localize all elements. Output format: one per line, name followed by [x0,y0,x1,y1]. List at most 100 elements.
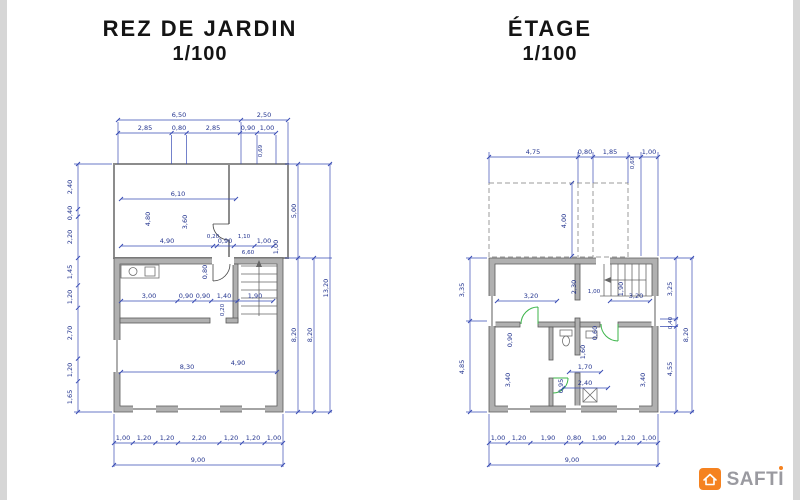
dim-label: 1,00 [588,289,601,295]
dim-label: 0,95 [557,379,565,393]
right-plan-stairs [600,264,652,297]
dim-label: 0,90 [196,292,210,300]
dim-label: 0,20 [207,234,220,240]
right-plan-title: ÉTAGE 1/100 [450,16,650,66]
dim-label: 0,90 [506,333,514,347]
dim-label: 6,50 [172,111,186,119]
dim-label: 1,00 [116,434,130,442]
dim-label: 8,30 [180,363,194,371]
dim-label: 1,90 [592,434,606,442]
right-plan-dim-labels: 4,75 0,80 1,85 1,00 0,69 4,00 3,35 4,85 … [458,148,690,464]
dim-label: 0,69 [630,156,636,169]
dim-label: 2,20 [192,434,206,442]
dim-label: 3,40 [504,373,512,387]
dim-label: 0,80 [201,265,209,279]
dim-label: 2,40 [66,180,74,194]
dim-label: 1,00 [267,434,281,442]
dim-label: 1,00 [491,434,505,442]
dim-label: 9,00 [565,456,579,464]
dim-label: 3,20 [524,292,538,300]
safti-house-icon [698,468,721,490]
dim-label: 4,55 [666,362,674,376]
dim-label: 0,90 [179,292,193,300]
dim-label: 3,40 [639,373,647,387]
dim-label: 5,00 [290,204,298,218]
left-plan-kitchen-fixtures [120,264,160,279]
dim-label: 1,00 [257,237,271,245]
left-plan-entry-door [212,257,234,282]
dim-label: 1,00 [272,240,280,254]
left-plan-stairs [241,260,277,316]
dim-label: 1,20 [621,434,635,442]
dim-label: 1,45 [66,265,74,279]
left-plan-main-walls [113,257,284,413]
dim-label: 3,35 [458,283,466,297]
dim-label: 2,70 [66,326,74,340]
dim-label: 0,69 [258,144,264,157]
right-plan-dim-lines [466,152,694,467]
dim-label: 4,90 [160,237,174,245]
right-edge-strip [793,0,800,500]
dim-label: 4,00 [560,214,568,228]
left-plan-dim-labels: 6,50 2,50 2,85 0,80 2,85 0,90 1,00 0,69 … [66,111,330,464]
dim-label: 4,85 [458,360,466,374]
dim-label: 0,40 [66,206,74,220]
dim-label: 8,20 [682,328,690,342]
dim-label: 0,40 [668,316,674,329]
dim-label: 1,90 [248,292,262,300]
right-plan-dim-ticks [467,154,695,468]
dim-label: 6,10 [171,190,185,198]
dim-label: 0,80 [567,434,581,442]
dim-label: 9,00 [191,456,205,464]
dim-label: 1,20 [224,434,238,442]
dim-label: 8,20 [290,328,298,342]
left-plan-dim-lines [74,119,332,467]
brand-label: SAFTI [726,468,784,490]
right-plan-doors [520,306,619,394]
right-plan-name: ÉTAGE [507,16,593,41]
dim-label: 1,40 [217,292,231,300]
dim-label: 2,50 [257,111,271,119]
dim-label: 13,20 [322,279,330,298]
dim-label: 2,40 [578,379,592,387]
dim-label: 0,90 [241,124,255,132]
dim-label: 0,60 [591,326,599,340]
dim-label: 4,80 [144,212,152,226]
dim-label: 3,20 [629,292,643,300]
left-plan-dim-ticks [75,117,333,468]
left-plan-name: REZ DE JARDIN [102,16,298,41]
right-plan-roof-outline [488,182,629,258]
dim-label: 0,90 [218,237,232,245]
dim-label: 2,85 [206,124,220,132]
dim-label: 1,60 [579,345,587,359]
dim-label: 0,80 [172,124,186,132]
dim-label: 2,20 [66,230,74,244]
dim-label: 1,20 [160,434,174,442]
dim-label: 4,75 [526,148,540,156]
dim-label: 3,25 [666,282,674,296]
left-plan-title: REZ DE JARDIN 1/100 [80,16,320,66]
dim-label: 1,90 [617,282,625,296]
dim-label: 0,20 [220,303,226,316]
dim-label: 1,20 [137,434,151,442]
dim-label: 1,10 [238,234,251,240]
right-plan-main-walls [488,257,659,413]
dim-label: 1,00 [642,148,656,156]
dim-label: 6,60 [242,250,255,256]
left-edge-strip [0,0,7,500]
dim-label: 4,90 [231,359,245,367]
dim-label: 2,30 [570,280,578,294]
dim-label: 3,60 [181,215,189,229]
dim-label: 1,85 [603,148,617,156]
dim-label: 8,20 [306,328,314,342]
dim-label: 1,20 [246,434,260,442]
dim-label: 0,80 [578,148,592,156]
safti-brand-text: SAFTI [726,465,784,490]
left-plan-scale: 1/100 [172,43,228,65]
dim-label: 1,20 [66,363,74,377]
dim-label: 1,70 [578,363,592,371]
dim-label: 3,00 [142,292,156,300]
dim-label: 1,00 [260,124,274,132]
